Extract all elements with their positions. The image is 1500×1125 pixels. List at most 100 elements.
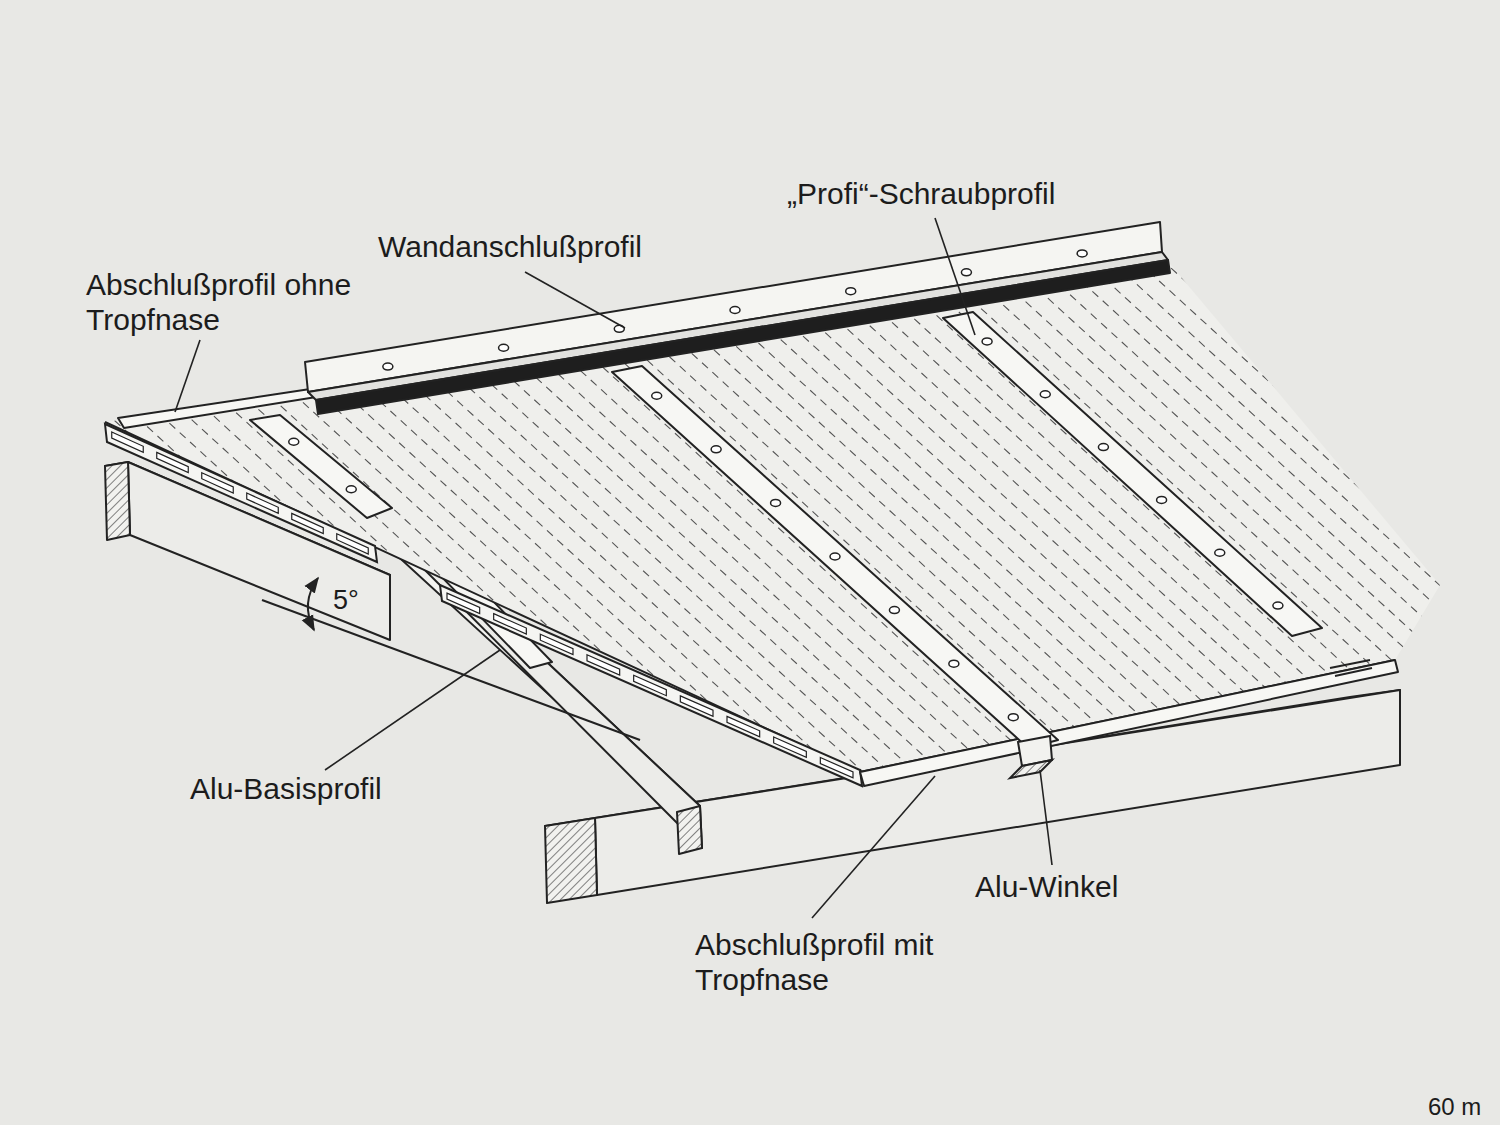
panel-chamber bbox=[337, 534, 369, 554]
screw-hole bbox=[730, 307, 740, 314]
panel-chamber bbox=[727, 716, 760, 736]
screw-hole bbox=[889, 607, 899, 614]
alu-angle bbox=[1010, 736, 1052, 778]
screw-hole bbox=[949, 660, 959, 667]
panel-chamber bbox=[587, 655, 620, 675]
panel-flute bbox=[70, 427, 734, 1035]
part-label: Alu-Basisprofil bbox=[190, 772, 382, 807]
part-label: Abschlußprofil ohne Tropfnase bbox=[86, 268, 356, 337]
panel-flute bbox=[115, 421, 779, 1029]
panel-flute bbox=[0, 514, 178, 1121]
panel-flute bbox=[0, 517, 155, 1125]
panel-flute bbox=[226, 403, 890, 1011]
panel-flute bbox=[760, 321, 1424, 929]
panel-flute bbox=[0, 465, 489, 1073]
leader-lines bbox=[175, 218, 1052, 918]
panel-flute bbox=[0, 520, 133, 1125]
panel-flute bbox=[871, 303, 1500, 911]
panel-flute bbox=[827, 310, 1491, 918]
panel-flute bbox=[0, 510, 200, 1118]
panel-flute bbox=[0, 479, 400, 1087]
panel-flute bbox=[315, 390, 979, 998]
wall-profile bbox=[305, 222, 1170, 414]
screw-hole bbox=[961, 269, 971, 276]
screw-hole bbox=[1040, 391, 1050, 398]
part-label: „Profi“-Schraubprofil bbox=[787, 177, 1055, 212]
panel-flute bbox=[337, 386, 1001, 994]
panel-chamber bbox=[247, 493, 279, 513]
screw-hole bbox=[289, 438, 299, 445]
panel-flute bbox=[0, 476, 423, 1084]
panel-flute bbox=[1116, 266, 1500, 874]
panel-chamber bbox=[157, 452, 189, 472]
panel-flute bbox=[48, 431, 712, 1039]
panel-flute bbox=[1049, 276, 1500, 884]
panel-flute bbox=[604, 345, 1268, 953]
screw-hole bbox=[652, 392, 662, 399]
angle-label: 5° bbox=[333, 585, 359, 616]
panel-flute bbox=[1072, 272, 1500, 880]
screw-hole bbox=[383, 363, 393, 370]
panel-flute bbox=[582, 348, 1246, 956]
panel-flute bbox=[359, 383, 1023, 991]
panel-flute bbox=[693, 331, 1357, 939]
panel-flute bbox=[916, 297, 1500, 905]
panel-flute bbox=[537, 355, 1201, 963]
panel-flute bbox=[26, 434, 690, 1042]
panel-flute bbox=[471, 365, 1135, 973]
panel-chamber bbox=[774, 737, 807, 757]
panel-flute bbox=[560, 352, 1224, 960]
panel-chamber bbox=[820, 758, 853, 778]
panel-flute bbox=[0, 455, 556, 1063]
panel-chamber bbox=[202, 473, 234, 493]
end-profiles bbox=[118, 386, 1398, 786]
panel-flute bbox=[1094, 269, 1500, 877]
panel-flute bbox=[782, 317, 1446, 925]
part-label: Wandanschlußprofil bbox=[378, 230, 642, 265]
screw-hole bbox=[846, 288, 856, 295]
panel-flute bbox=[0, 462, 512, 1070]
panel-flute bbox=[270, 396, 934, 1004]
panel-chamber bbox=[447, 593, 480, 613]
panel-flute bbox=[382, 379, 1046, 987]
screw-hole bbox=[711, 446, 721, 453]
multiwall-panel bbox=[0, 258, 1500, 1125]
panel-flute bbox=[0, 445, 623, 1053]
panel-chamber bbox=[292, 513, 324, 533]
panel-chamber bbox=[112, 432, 144, 452]
screw-hole bbox=[1157, 496, 1167, 503]
panel-flute bbox=[92, 424, 756, 1032]
panel-flute bbox=[293, 393, 957, 1001]
panel-flute bbox=[181, 410, 845, 1018]
screw-hole bbox=[830, 553, 840, 560]
screw-hole bbox=[1077, 250, 1087, 257]
panel-flute bbox=[716, 328, 1380, 936]
panel-chamber bbox=[680, 696, 713, 716]
panel-chamber bbox=[634, 675, 667, 695]
screw-hole bbox=[1098, 444, 1108, 451]
screw-hole bbox=[982, 338, 992, 345]
screw-hole bbox=[1215, 549, 1225, 556]
part-label: Abschlußprofil mit Tropfnase bbox=[695, 928, 955, 997]
screw-hole bbox=[771, 499, 781, 506]
panel-flute bbox=[671, 334, 1335, 942]
panel-flute bbox=[0, 469, 467, 1077]
panel-flute bbox=[1139, 262, 1500, 870]
panel-flute bbox=[0, 448, 601, 1056]
panel-flute bbox=[0, 458, 534, 1066]
screw-hole bbox=[346, 486, 356, 493]
screw-hole bbox=[1008, 714, 1018, 721]
panel-flute bbox=[0, 503, 245, 1111]
screw-hole bbox=[1273, 602, 1283, 609]
panel-flute bbox=[0, 452, 578, 1060]
page-fragment: 60 m bbox=[1428, 1093, 1481, 1121]
panel-flute bbox=[0, 507, 222, 1115]
panel-flute bbox=[938, 293, 1500, 901]
panel-flute bbox=[849, 307, 1500, 915]
screw-hole bbox=[499, 344, 509, 351]
panel-flute bbox=[649, 338, 1313, 946]
panel-chamber bbox=[494, 614, 527, 634]
panel-flute bbox=[894, 300, 1500, 908]
panel-chamber bbox=[540, 634, 573, 654]
panel-flute bbox=[627, 341, 1291, 949]
